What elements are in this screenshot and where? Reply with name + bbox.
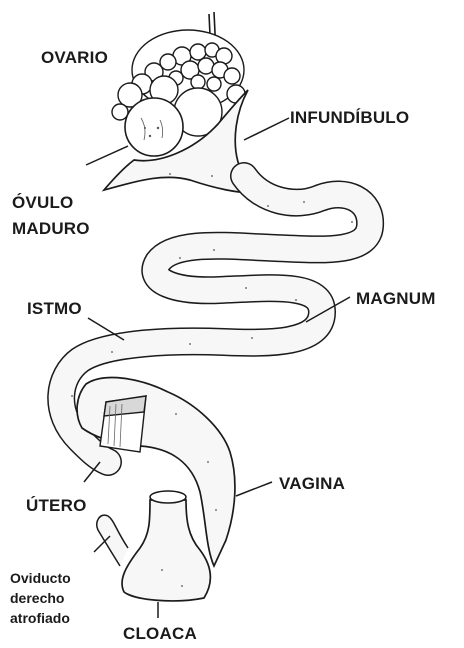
cloaca-chamber xyxy=(122,500,210,601)
label-oviducto-derecho-atrofiado: Oviducto derecho atrofiado xyxy=(10,568,71,628)
label-ovario: OVARIO xyxy=(41,49,108,66)
label-ovulo-line1: ÓVULO xyxy=(12,190,90,216)
label-oviducto-line3: atrofiado xyxy=(10,608,71,628)
label-istmo: ISTMO xyxy=(27,300,82,317)
label-infundibulo: INFUNDÍBULO xyxy=(290,109,409,126)
cloaca-opening xyxy=(150,491,186,503)
label-ovulo-maduro: ÓVULO MADURO xyxy=(12,190,90,242)
atrophied-right-oviduct xyxy=(97,515,128,566)
label-cloaca: CLOACA xyxy=(123,625,197,642)
label-ovulo-line2: MADURO xyxy=(12,216,90,242)
egg-in-uterus xyxy=(100,396,146,452)
label-vagina: VAGINA xyxy=(279,475,345,492)
label-oviducto-line2: derecho xyxy=(10,588,71,608)
label-oviducto-line1: Oviducto xyxy=(10,568,71,588)
mature-ovum xyxy=(125,98,183,156)
label-magnum: MAGNUM xyxy=(356,290,436,307)
label-utero: ÚTERO xyxy=(26,497,87,514)
